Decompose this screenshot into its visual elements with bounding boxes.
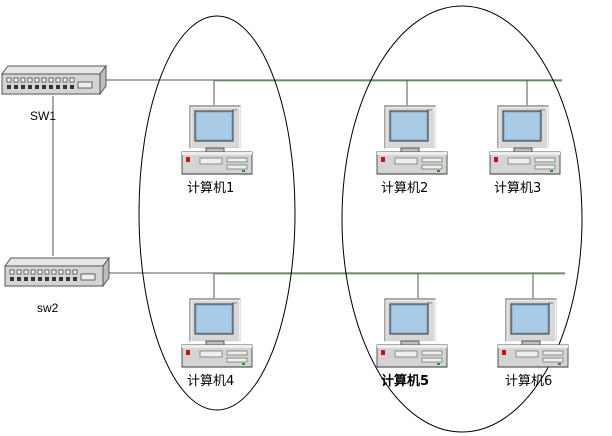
computer-6-label: 计算机6 [505, 374, 552, 389]
group-ellipse-right [341, 5, 583, 433]
computer-4-label: 计算机4 [187, 374, 234, 389]
group-ellipse-left [138, 15, 296, 411]
computer-2-label: 计算机2 [381, 181, 428, 196]
computer-5[interactable] [376, 298, 448, 368]
computer-1-label: 计算机1 [187, 181, 234, 196]
computer-4[interactable] [181, 298, 253, 368]
switch-sw1[interactable] [1, 65, 107, 95]
computer-5-label: 计算机5 [381, 373, 429, 389]
computer-3[interactable] [489, 105, 561, 175]
switch-sw2[interactable] [4, 257, 110, 287]
computer-1[interactable] [181, 105, 253, 175]
computer-6[interactable] [497, 298, 569, 368]
switch-sw2-label: sw2 [37, 301, 59, 315]
switch-sw1-label: SW1 [30, 109, 56, 123]
computer-2[interactable] [376, 105, 448, 175]
computer-3-label: 计算机3 [494, 181, 541, 196]
